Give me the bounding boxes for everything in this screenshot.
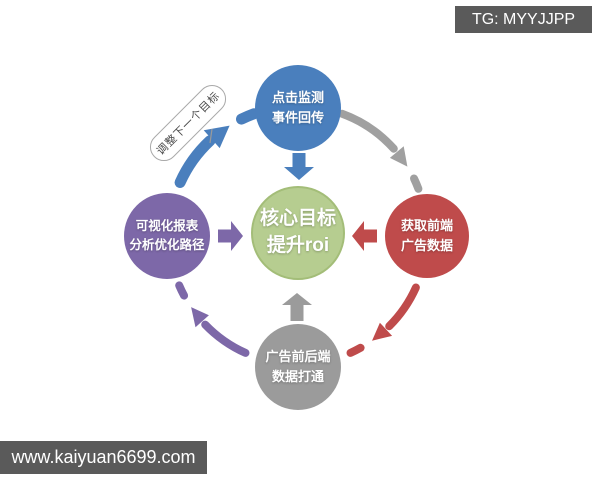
node-label-line: 点击监测 — [271, 89, 324, 105]
node-label-line: 广告前后端 — [265, 348, 331, 364]
node-label-line: 数据打通 — [271, 369, 324, 384]
node-label-line: 提升roi — [266, 235, 330, 256]
node-label-line: 可视化报表 — [135, 218, 199, 233]
arrowhead — [191, 307, 209, 328]
ring-arrow-top-left — [174, 108, 260, 188]
node-label-line: 事件回传 — [271, 110, 324, 125]
arrow-left-to-center — [218, 221, 243, 251]
arrowhead — [203, 125, 230, 149]
arrowhead — [389, 146, 408, 167]
arrow-right-to-center — [352, 221, 377, 251]
node-label-line: 获取前端 — [400, 217, 453, 233]
node-label-line: 广告数据 — [400, 238, 453, 253]
ring-arrow-top-right — [338, 109, 423, 193]
node-label-line: 分析优化路径 — [129, 238, 205, 252]
website-watermark: www.kaiyuan6699.com — [0, 441, 207, 474]
ring-arrow-bottom-right — [346, 283, 420, 357]
arrow-top-to-center — [284, 153, 314, 180]
ring-arrow-bottom-left — [175, 281, 250, 357]
telegram-watermark-text: TG: MYYJJPP — [471, 10, 576, 28]
telegram-watermark: TG: MYYJJPP — [455, 6, 592, 33]
node-visual-reports: 可视化报表 分析优化路径 — [124, 193, 210, 279]
arrowhead — [372, 322, 393, 341]
node-label-line: 核心目标 — [259, 208, 336, 230]
node-get-frontend-ad-data: 获取前端 广告数据 — [385, 194, 469, 278]
callout-connector-line — [209, 128, 213, 144]
node-core-goal: 核心目标 提升roi — [251, 186, 345, 280]
arrow-bottom-to-center — [282, 293, 312, 321]
website-watermark-text: www.kaiyuan6699.com — [11, 447, 196, 467]
node-click-tracking: 点击监测 事件回传 — [255, 65, 341, 151]
node-ad-data-integration: 广告前后端 数据打通 — [255, 324, 341, 410]
